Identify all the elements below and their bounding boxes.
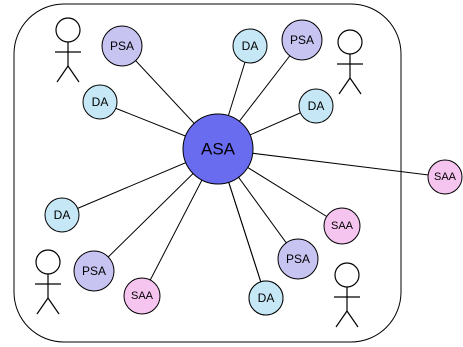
node-da4: DA	[44, 197, 80, 233]
da-circle	[232, 28, 268, 64]
saa-label: SAA	[131, 290, 154, 302]
actor-top-right-icon	[337, 29, 363, 95]
node-saa1: SAA	[323, 207, 361, 245]
agent-nodes: ASAPSADAPSADADADASAADASAAPSAPSASAADA	[44, 19, 463, 316]
saa-circle	[123, 277, 161, 315]
node-da6: DA	[248, 280, 284, 316]
asa-label: ASA	[201, 140, 236, 159]
actor-bottom-left-icon	[35, 249, 61, 315]
user-actors	[35, 17, 363, 328]
da-label: DA	[258, 291, 275, 305]
node-asa: ASA	[182, 113, 254, 185]
da-label: DA	[242, 39, 259, 53]
actor-top-left-icon	[55, 17, 81, 83]
node-da1: DA	[82, 84, 118, 120]
saa-circle	[323, 207, 361, 245]
edge-asa-saa_ext	[217, 148, 446, 178]
connection-lines	[61, 39, 446, 299]
psa-circle	[73, 250, 115, 292]
node-psa1: PSA	[101, 25, 143, 67]
node-da3: DA	[298, 88, 334, 124]
da-circle	[44, 197, 80, 233]
da-circle	[82, 84, 118, 120]
asa-circle	[182, 113, 254, 185]
da-label: DA	[308, 99, 325, 113]
psa-label: PSA	[110, 39, 134, 53]
saa-label: SAA	[434, 171, 457, 183]
psa-circle	[281, 19, 323, 61]
psa-circle	[101, 25, 143, 67]
actor-bottom-right-icon	[334, 262, 360, 328]
da-label: DA	[92, 95, 109, 109]
psa-label: PSA	[290, 33, 314, 47]
psa-circle	[277, 238, 319, 280]
da-circle	[298, 88, 334, 124]
node-saa2: SAA	[123, 277, 161, 315]
psa-label: PSA	[286, 252, 310, 266]
node-psa2: PSA	[281, 19, 323, 61]
node-saa_ext: SAA	[427, 159, 463, 195]
saa-circle	[427, 159, 463, 195]
node-da2: DA	[232, 28, 268, 64]
da-circle	[248, 280, 284, 316]
platform-boundary	[13, 3, 402, 343]
node-psa3: PSA	[277, 238, 319, 280]
saa-label: SAA	[331, 220, 354, 232]
da-label: DA	[54, 208, 71, 222]
psa-label: PSA	[82, 264, 106, 278]
node-psa4: PSA	[73, 250, 115, 292]
